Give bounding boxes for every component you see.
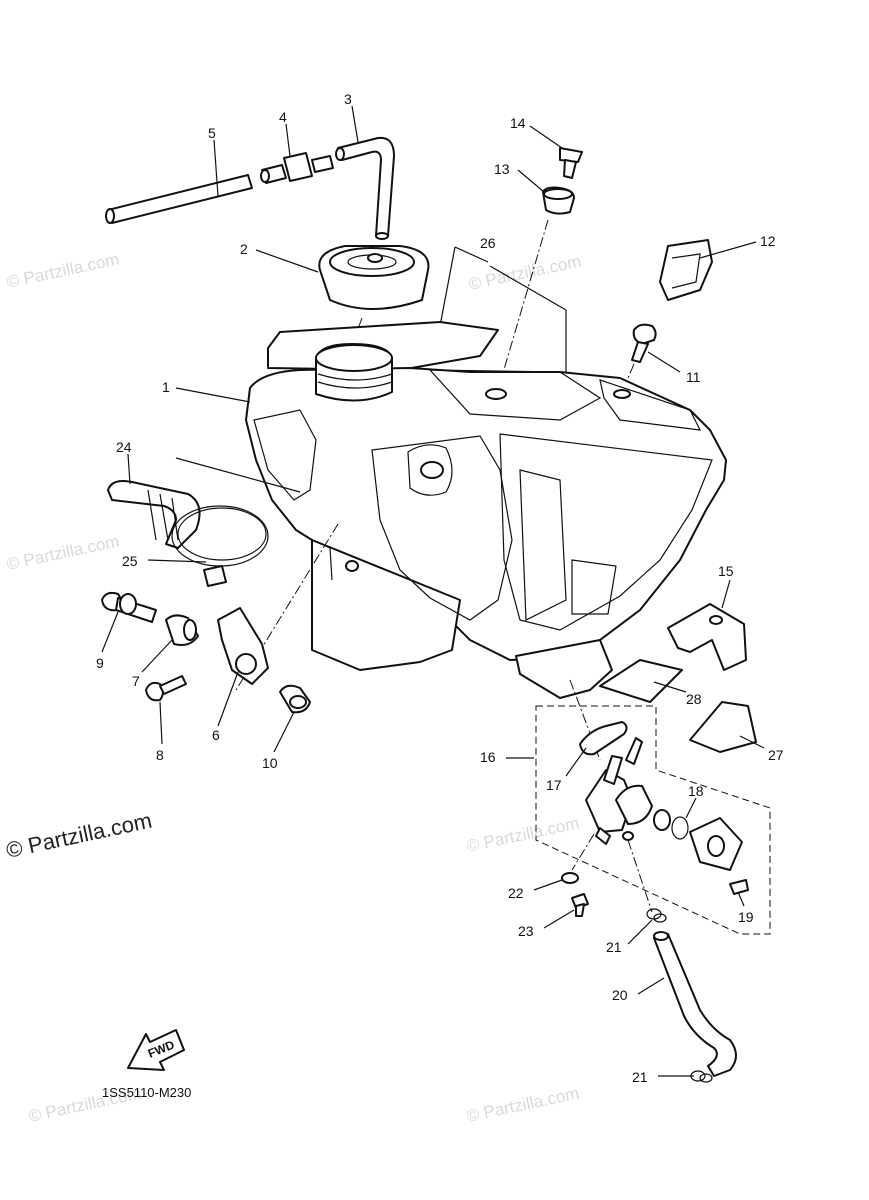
part-number-callouts: 1 2 3 4 5 6 7 8 9 10 11 12 13 14 15 16 1… [96,91,784,1085]
callout-21a: 21 [606,939,622,955]
callout-17: 17 [546,777,562,793]
tank-cap [318,245,430,346]
callout-23: 23 [518,923,534,939]
tank-band [107,480,269,587]
callout-19: 19 [738,909,754,925]
watermark-strong: © Partzilla.com [4,808,154,863]
callout-22: 22 [508,885,524,901]
callout-10: 10 [262,755,278,771]
fuel-hose [653,931,737,1083]
callout-16: 16 [480,749,496,765]
fuel-tank-body [245,321,727,699]
callout-27: 27 [768,747,784,763]
callout-6: 6 [212,727,220,743]
watermark: © Partzilla.com [5,532,121,574]
leader-lines [101,105,765,1077]
callout-12: 12 [760,233,776,249]
pads [599,659,757,753]
callout-14: 14 [510,115,526,131]
callout-26: 26 [480,235,496,251]
clip-part [659,239,713,301]
callout-24: 24 [116,439,132,455]
watermark: © Partzilla.com [465,814,581,856]
callout-11: 11 [686,369,701,385]
callout-20: 20 [612,987,628,1003]
rear-bracket [667,603,747,671]
fuel-cock-assembly [535,705,771,935]
callout-5: 5 [208,125,216,141]
watermark: © Partzilla.com [467,252,583,294]
callout-1: 1 [162,379,170,395]
callout-7: 7 [132,673,140,689]
callout-8: 8 [156,747,164,763]
fwd-arrow-icon: FWD [127,1029,185,1071]
tank-top-screw [497,147,583,391]
watermark: © Partzilla.com [5,250,121,292]
callout-13: 13 [494,161,510,177]
callout-21b: 21 [632,1069,648,1085]
callout-9: 9 [96,655,104,671]
callout-2: 2 [240,241,248,257]
seat-bolt [621,323,657,393]
callout-25: 25 [122,553,138,569]
callout-3: 3 [344,91,352,107]
callout-18: 18 [688,783,704,799]
callout-28: 28 [686,691,702,707]
breather-hose-parts [105,136,395,240]
bracket-parts [101,591,311,714]
diagram-code: 1SS5110-M230 [102,1085,191,1100]
watermark: © Partzilla.com [465,1084,581,1126]
callout-15: 15 [718,563,734,579]
callout-4: 4 [279,109,287,125]
